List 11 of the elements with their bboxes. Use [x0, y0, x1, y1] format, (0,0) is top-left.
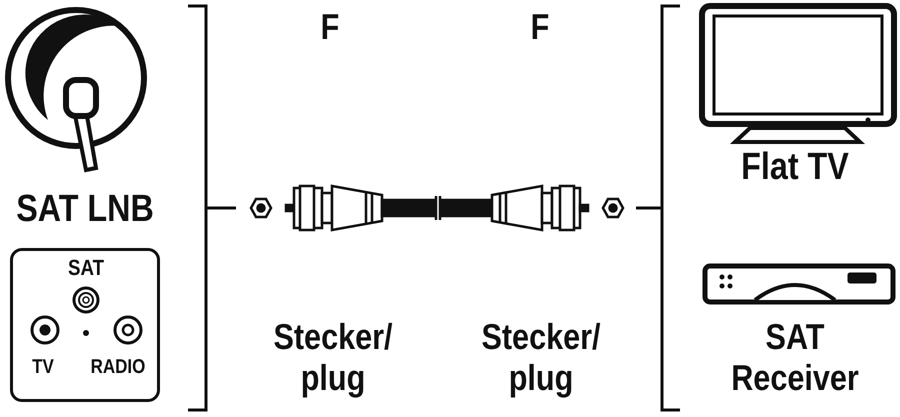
wall-socket-plate: [10, 248, 160, 402]
connector-type-label: F: [530, 6, 550, 48]
socket-label: TV: [31, 356, 55, 379]
plug-label: Stecker/ plug: [480, 316, 602, 399]
device-label: SAT LNB: [15, 188, 155, 232]
device-label: SAT Receiver: [730, 316, 860, 399]
plug-label: Stecker/ plug: [272, 316, 394, 399]
socket-label: RADIO: [90, 356, 146, 379]
device-label: Flat TV: [740, 146, 850, 190]
connector-type-label: F: [320, 6, 340, 48]
socket-label: SAT: [67, 255, 105, 280]
